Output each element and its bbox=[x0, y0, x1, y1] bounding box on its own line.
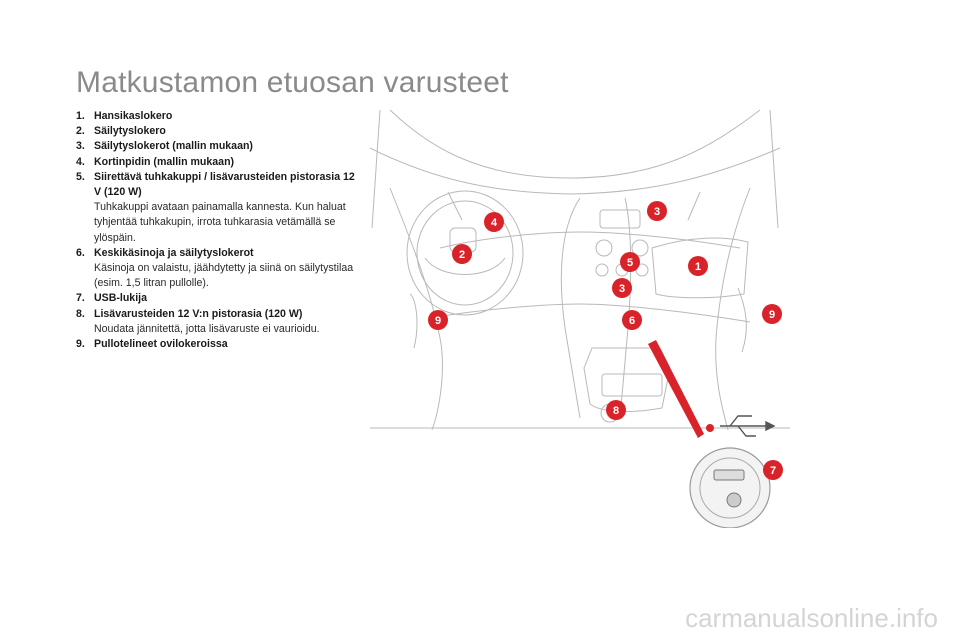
callout-8: 8 bbox=[606, 400, 626, 420]
item-number: 3. bbox=[76, 140, 85, 153]
callout-9: 9 bbox=[428, 310, 448, 330]
item-label: Säilytyslokerot (mallin mukaan) bbox=[94, 140, 253, 153]
item-number: 5. bbox=[76, 170, 85, 183]
callout-number: 3 bbox=[654, 206, 660, 218]
cabin-line-art bbox=[370, 109, 790, 431]
callout-number: 8 bbox=[613, 405, 619, 417]
item-description: Käsinoja on valaistu, jäähdytetty ja sii… bbox=[94, 262, 354, 290]
item-label: Siirettävä tuhkakuppi / lisävarusteiden … bbox=[94, 170, 355, 199]
callout-1: 1 bbox=[688, 256, 708, 276]
callout-9: 9 bbox=[762, 304, 782, 324]
list-item: 9. Pullotelineet ovilokeroissa bbox=[76, 337, 356, 352]
item-label: Keskikäsinoja ja säilytyslokerot bbox=[94, 246, 254, 259]
item-description: Tuhkakuppi avataan painamalla kannesta. … bbox=[94, 201, 346, 244]
callout-number: 9 bbox=[769, 309, 775, 321]
list-item: 3. Säilytyslokerot (mallin mukaan) bbox=[76, 139, 356, 154]
item-number: 2. bbox=[76, 125, 85, 138]
callout-number: 7 bbox=[770, 465, 776, 477]
item-label: Säilytyslokero bbox=[94, 125, 166, 138]
list-item: 4. Kortinpidin (mallin mukaan) bbox=[76, 155, 356, 170]
item-label: Hansikaslokero bbox=[94, 110, 173, 122]
item-label: Pullotelineet ovilokeroissa bbox=[94, 338, 228, 351]
callout-5: 5 bbox=[620, 252, 640, 272]
callout-markers: 1 2 3 3 4 5 6 7 bbox=[428, 201, 783, 480]
list-item: 5. Siirettävä tuhkakuppi / lisävarusteid… bbox=[76, 170, 356, 246]
callout-number: 1 bbox=[695, 261, 701, 273]
callout-4: 4 bbox=[484, 212, 504, 232]
item-number: 1. bbox=[76, 110, 85, 122]
item-description: Noudata jännitettä, jotta lisävaruste ei… bbox=[94, 322, 320, 335]
callout-number: 5 bbox=[627, 257, 633, 269]
callout-3: 3 bbox=[612, 278, 632, 298]
page-title: Matkustamon etuosan varusteet bbox=[76, 66, 509, 99]
dashboard-illustration: 1 2 3 3 4 5 6 7 bbox=[370, 109, 790, 528]
watermark: carmanualsonline.info bbox=[685, 603, 938, 633]
callout-6: 6 bbox=[622, 310, 642, 330]
item-number: 4. bbox=[76, 155, 85, 168]
list-item: 1. Hansikaslokero bbox=[76, 109, 356, 124]
callout-number: 9 bbox=[435, 315, 441, 327]
callout-number: 2 bbox=[459, 249, 465, 261]
item-label: USB-lukija bbox=[94, 292, 147, 305]
equipment-list: 1. Hansikaslokero 2. Säilytyslokero 3. S… bbox=[76, 109, 356, 352]
list-item: 6. Keskikäsinoja ja säilytyslokerot Käsi… bbox=[76, 246, 356, 292]
list-item: 8. Lisävarusteiden 12 V:n pistorasia (12… bbox=[76, 307, 356, 337]
callout-7: 7 bbox=[763, 460, 783, 480]
callout-number: 3 bbox=[619, 283, 625, 295]
item-number: 7. bbox=[76, 292, 85, 305]
item-label: Kortinpidin (mallin mukaan) bbox=[94, 155, 235, 168]
usb-detail bbox=[648, 340, 776, 528]
usb-icon bbox=[720, 415, 776, 437]
callout-2: 2 bbox=[452, 244, 472, 264]
list-item: 2. Säilytyslokero bbox=[76, 124, 356, 139]
callout-number: 6 bbox=[629, 315, 635, 327]
item-number: 6. bbox=[76, 246, 85, 259]
list-item: 7. USB-lukija bbox=[76, 291, 356, 306]
callout-3: 3 bbox=[647, 201, 667, 221]
item-number: 9. bbox=[76, 338, 85, 351]
callout-number: 4 bbox=[491, 217, 498, 229]
item-number: 8. bbox=[76, 307, 85, 320]
item-label: Lisävarusteiden 12 V:n pistorasia (120 W… bbox=[94, 307, 303, 320]
